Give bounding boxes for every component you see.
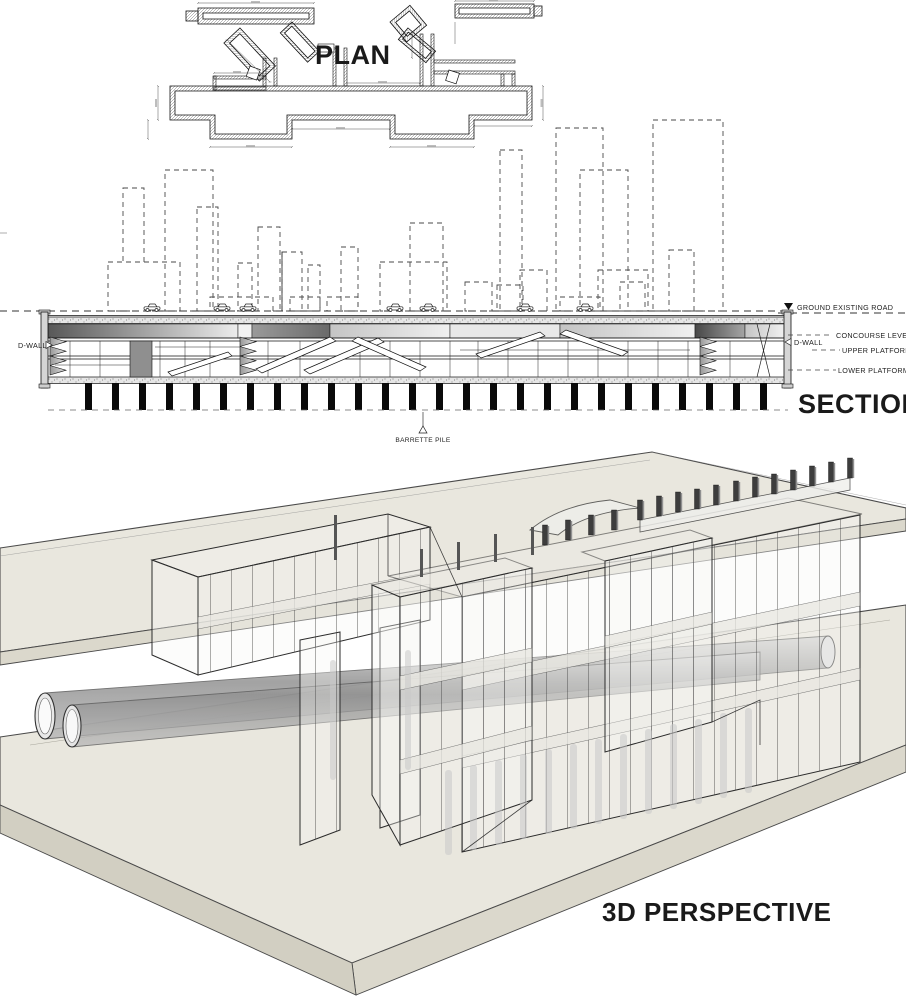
roof-columns [334,457,855,577]
section-labels: GROUND EXISTING ROAD CONCOURSE LEVEL D-W… [18,303,906,444]
station-structure [150,457,863,855]
skyline [107,119,724,312]
lower-platform-label: LOWER PLATFORM [838,366,906,375]
dwall-right-label: D-WALL [794,338,823,347]
ground-road-label: GROUND EXISTING ROAD [797,303,893,312]
section-title: SECTION [798,389,906,419]
cars-on-road [143,303,594,312]
concourse-level-label: CONCOURSE LEVEL [836,331,906,340]
escalators [167,329,629,377]
barrette-piles [85,383,780,410]
perspective-title: 3D PERSPECTIVE [602,897,832,927]
plan-dimension-lines [146,0,545,149]
stair-chevrons [49,336,718,376]
foundation-piles [330,650,752,855]
section-view: GROUND EXISTING ROAD CONCOURSE LEVEL D-W… [0,119,906,444]
perspective-view: 3D PERSPECTIVE [0,451,906,996]
upper-platform-label: UPPER PLATFORM [842,346,906,355]
plan-view: PLAN [146,0,545,149]
plan-title: PLAN [315,40,391,70]
dwall-left-label: D-WALL [18,341,47,350]
barrette-pile-label: BARRETTE PILE [395,437,450,444]
